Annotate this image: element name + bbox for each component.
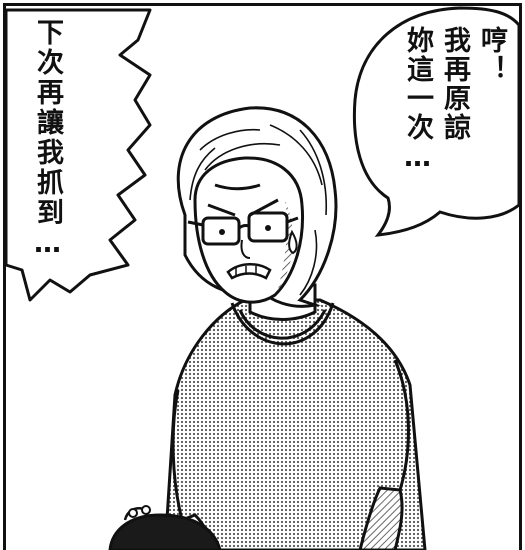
hair-strands xyxy=(189,124,328,296)
speech-right-line-3: 妳這一次… xyxy=(402,26,433,175)
glasses-icon xyxy=(187,211,299,246)
sweat-drop-icon xyxy=(288,229,298,255)
speech-bubble-right xyxy=(352,6,521,237)
purse-icon xyxy=(108,505,222,550)
frown-mouth xyxy=(226,263,272,280)
speech-bubble-left xyxy=(4,8,152,302)
speech-right-line-1: 哼！ xyxy=(476,26,507,84)
woman-shirt xyxy=(163,298,427,550)
speech-left-text: 下次再讓我抓到… xyxy=(32,18,63,262)
speech-right-line-2: 我再原諒 xyxy=(439,26,470,142)
